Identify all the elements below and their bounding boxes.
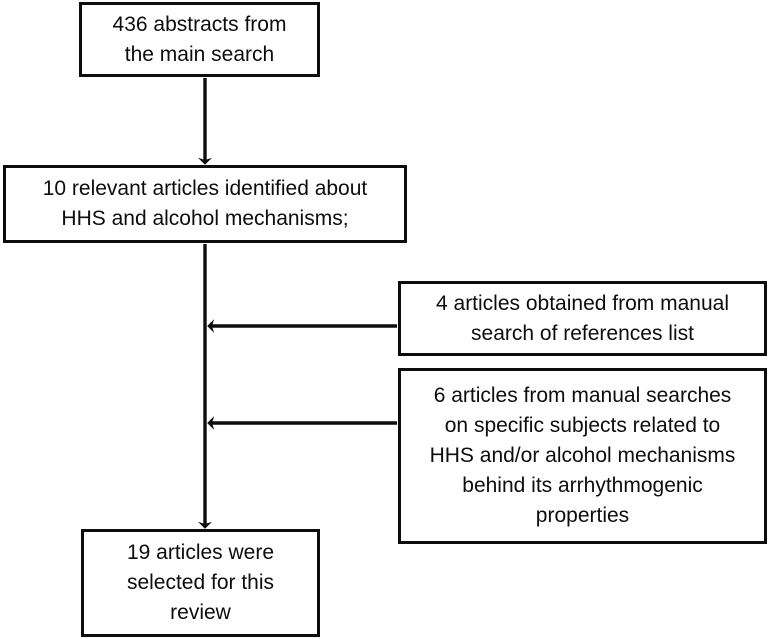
node-relevant-articles-identified: 10 relevant articles identified about HH… <box>3 165 407 243</box>
node-abstracts-from-main-search: 436 abstracts from the main search <box>79 2 320 77</box>
node-articles-from-manual-subject-searches: 6 articles from manual searches on speci… <box>398 368 767 544</box>
node-articles-selected-for-review: 19 articles were selected for this revie… <box>81 529 320 637</box>
node-articles-from-manual-reference-search: 4 articles obtained from manual search o… <box>398 281 767 356</box>
